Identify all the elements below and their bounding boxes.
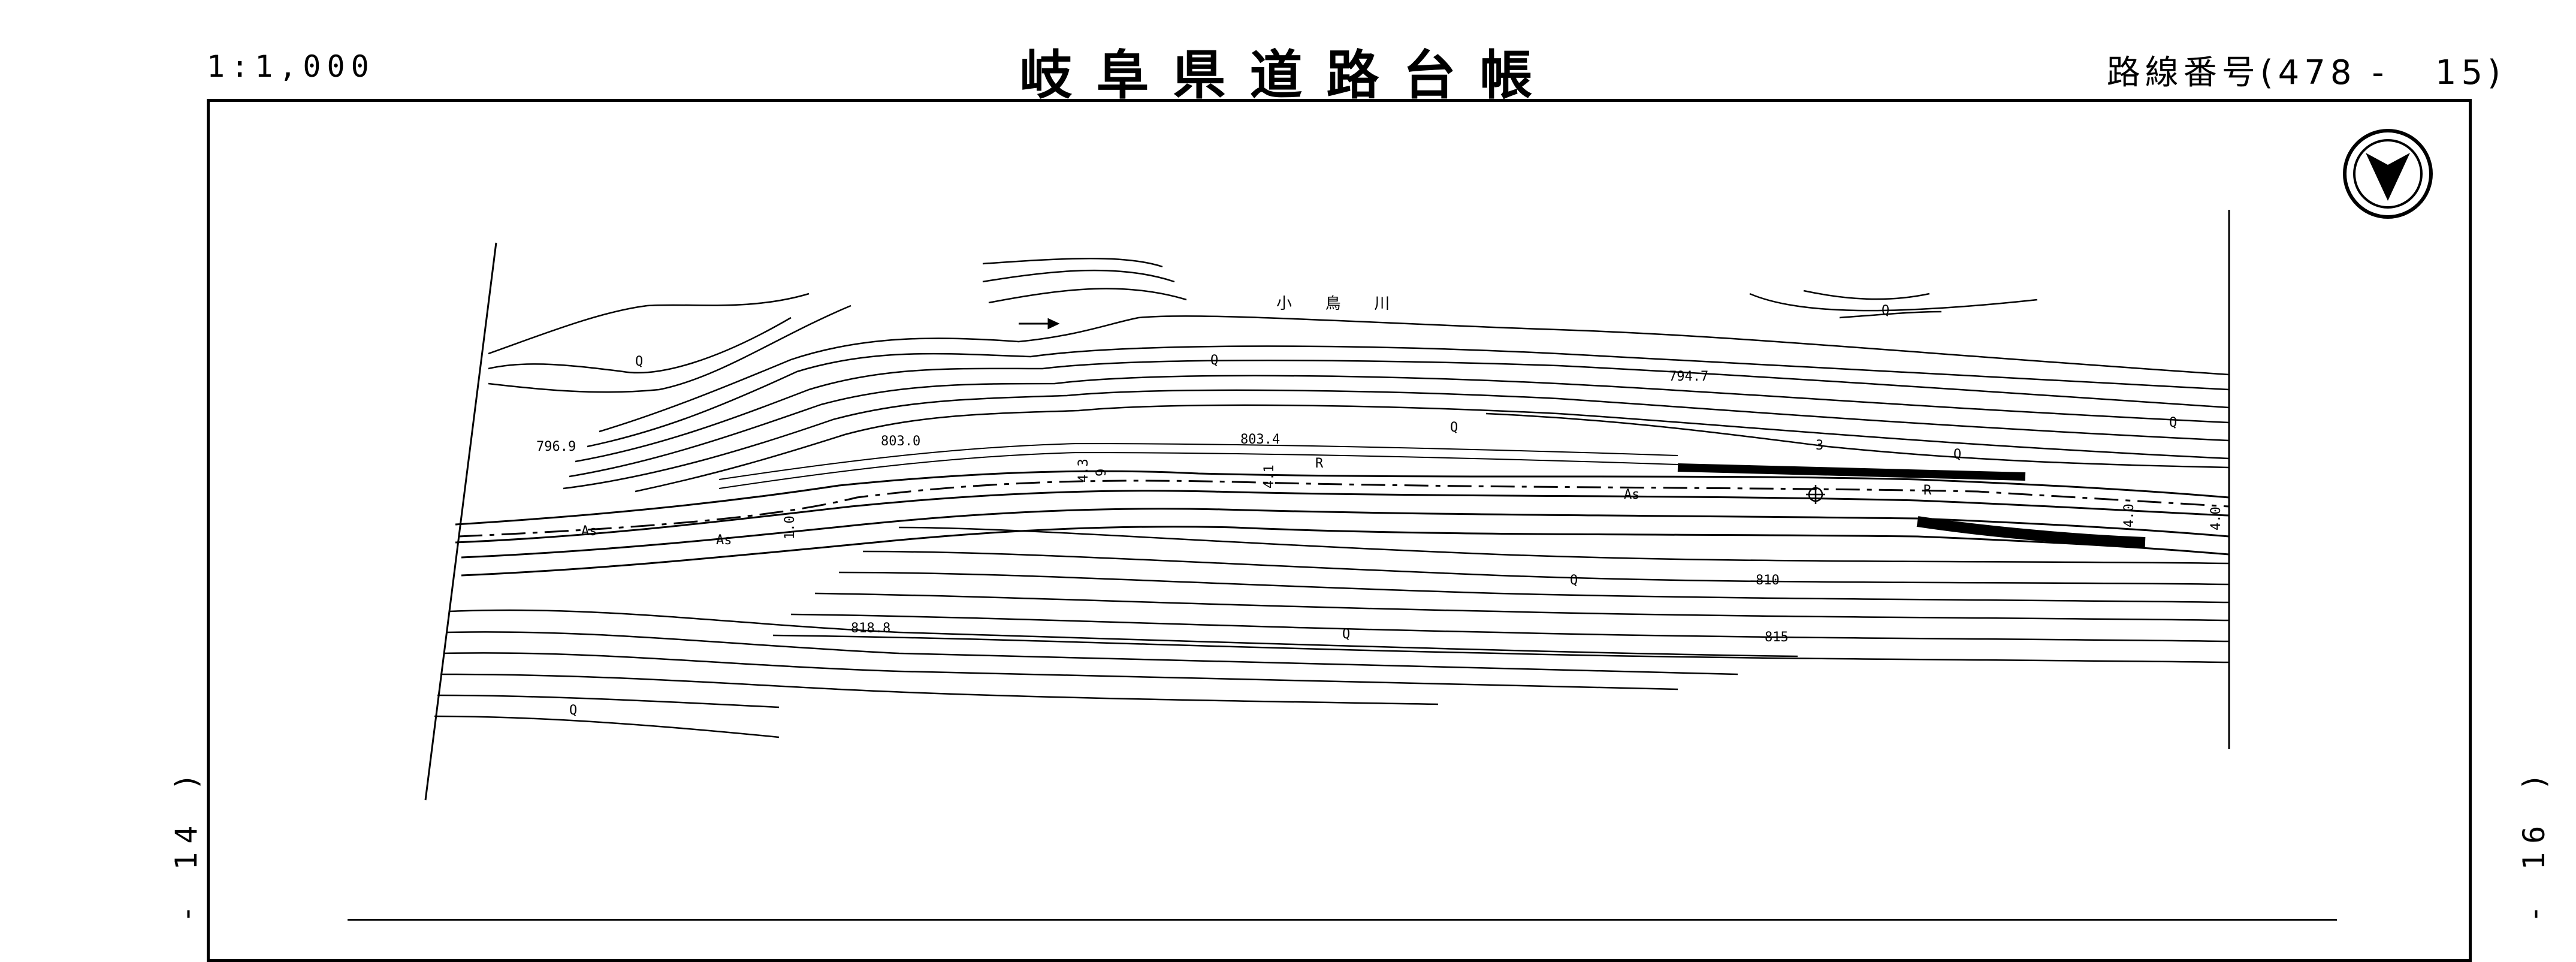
river-contours <box>982 258 2038 319</box>
surface-r-label: R <box>1923 483 1932 498</box>
terrain-contours-north <box>488 292 2230 493</box>
elevation-803-0: 803.0 <box>881 434 920 449</box>
vegetation-mark: Q <box>1450 420 1458 435</box>
map-labels: 小 鳥 川 794.7 796.9 803.0 803.4 810 815 81… <box>536 295 2224 718</box>
road-width-label: 9 <box>1094 469 1109 477</box>
vegetation-mark: Q <box>1342 627 1350 642</box>
station-mark-3: 3 <box>1816 438 1823 453</box>
bottom-rule <box>348 919 2337 921</box>
vegetation-mark: Q <box>635 354 643 369</box>
river-name-label: 小 鳥 川 <box>1276 295 1402 313</box>
flow-arrow-icon <box>1019 318 1060 330</box>
elevation-794-7: 794.7 <box>1669 369 1708 384</box>
elevation-818-8: 818.8 <box>851 621 890 636</box>
map-scale: 1:1,000 <box>207 49 375 84</box>
road-map: 小 鳥 川 794.7 796.9 803.0 803.4 810 815 81… <box>424 129 2433 801</box>
route-number: 478 - 15 <box>2278 53 2488 92</box>
north-arrow-icon <box>2343 129 2433 219</box>
surface-as-label: As <box>581 524 597 539</box>
vegetation-mark: Q <box>1210 353 1218 368</box>
road-width-label: 4.3 <box>1076 459 1091 482</box>
surface-as-label: As <box>716 533 732 548</box>
map-boundary <box>424 210 2230 801</box>
vegetation-mark: Q <box>1570 573 1578 588</box>
route-suffix: ) <box>2487 53 2505 92</box>
road-width-label: 4.0 <box>2209 506 2224 530</box>
route-prefix: 路線番号( <box>2106 53 2278 92</box>
terrain-contours-south <box>434 526 2230 738</box>
road-width-label: 1.0 <box>783 515 798 539</box>
vegetation-mark: Q <box>1882 303 1889 318</box>
elevation-810: 810 <box>1756 573 1780 588</box>
surface-r-label: R <box>1315 456 1324 471</box>
elevation-796-9: 796.9 <box>536 439 576 454</box>
vegetation-mark: Q <box>1953 447 1961 462</box>
road-outline <box>455 470 2230 577</box>
survey-point-icon <box>1806 485 1825 504</box>
retaining-wall-north <box>718 442 2146 548</box>
elevation-815: 815 <box>1765 630 1789 645</box>
vegetation-mark: Q <box>569 703 577 718</box>
route-number-label: 路線番号(478 - 15) <box>2107 46 2505 94</box>
surface-as-label: As <box>1624 487 1640 502</box>
vegetation-mark: Q <box>2169 415 2177 430</box>
elevation-803-4: 803.4 <box>1240 432 1280 447</box>
road-width-label: 4.0 <box>2122 503 2137 527</box>
page-title: 岐阜県道路台帳 <box>1019 44 1557 106</box>
road-width-label: 4.1 <box>1262 465 1277 488</box>
